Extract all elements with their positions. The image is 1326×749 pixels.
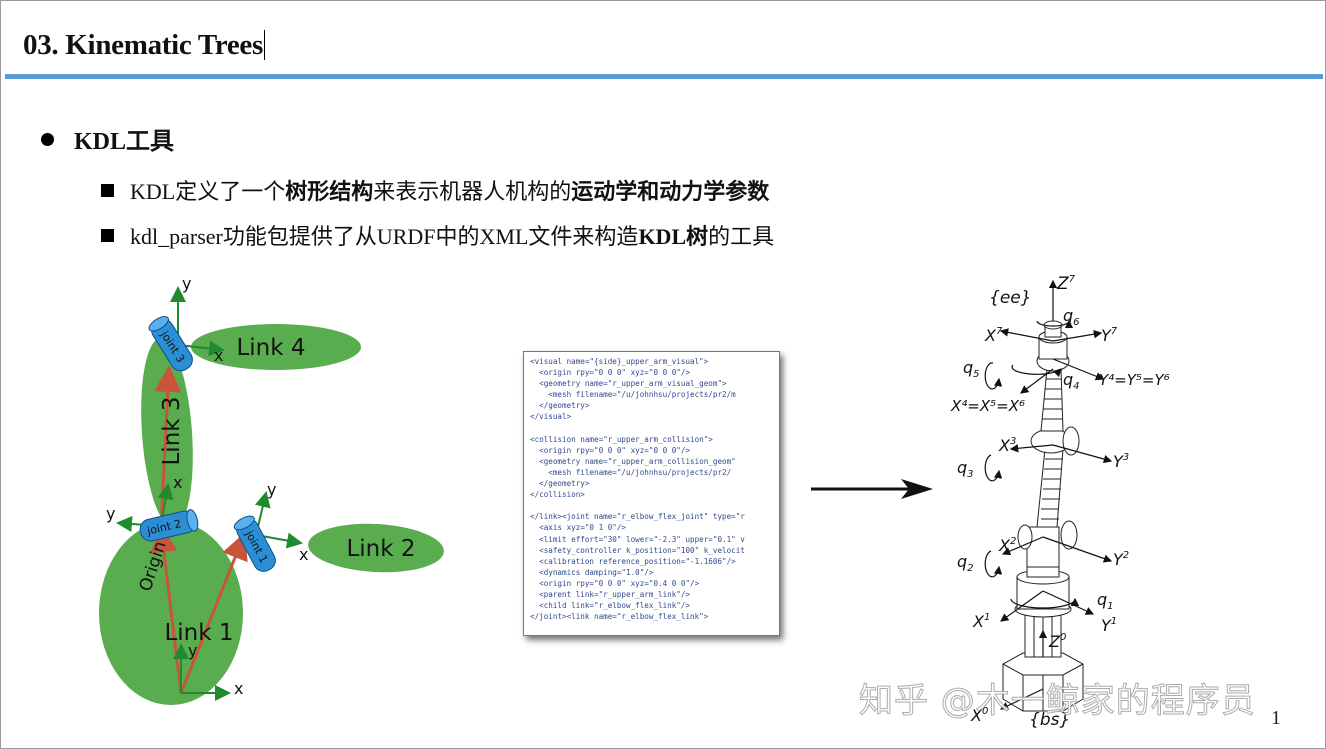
page-number: 1 (1271, 707, 1281, 730)
svg-text:q4: q4 (1063, 370, 1080, 392)
sub-bullet-bold: 运动学和动力学参数 (571, 179, 769, 204)
sub-bullet-text: kdl_parser功能包提供了从URDF中的XML文件来构造 (130, 224, 638, 249)
svg-text:X1: X1 (972, 612, 990, 631)
sub-bullet-text: 的工具 (708, 224, 774, 249)
sub-bullet-bold: KDL树 (638, 224, 708, 249)
square-bullet-icon (101, 229, 114, 242)
sub-bullet-text: KDL定义了一个 (130, 179, 285, 204)
svg-text:X2: X2 (998, 536, 1016, 555)
title-divider (5, 74, 1323, 79)
svg-text:Z7: Z7 (1056, 274, 1076, 294)
svg-text:Y7: Y7 (1101, 326, 1118, 345)
kinematic-tree-diagram: joint 2 joint 1 joint 3 Link 1 Link 2 Li… (96, 273, 461, 708)
sub-bullet-1: KDL定义了一个树形结构来表示机器人机构的运动学和动力学参数 (101, 174, 769, 206)
svg-text:q6: q6 (1063, 306, 1080, 328)
svg-text:Z0: Z0 (1048, 632, 1066, 651)
bullet-heading-text: KDL工具 (74, 129, 174, 155)
svg-text:X7: X7 (984, 326, 1003, 345)
axis-y-label: y (267, 480, 276, 499)
svg-text:Y1: Y1 (1101, 616, 1117, 635)
slide-title: 03. Kinematic Trees (23, 29, 265, 62)
axis-x-label: x (214, 346, 223, 365)
manipulator-diagram: {ee} Z7 q6 X7 Y7 q5 q4 Y⁴=Y⁵=Y⁶ X⁴=X⁵=X⁶… (941, 269, 1181, 741)
sub-bullet-text: 来表示机器人机构的 (373, 179, 571, 204)
label-x456: X⁴=X⁵=X⁶ (950, 397, 1025, 415)
sub-bullet-bold: 树形结构 (285, 179, 373, 204)
svg-text:q2: q2 (957, 552, 974, 574)
svg-text:Y2: Y2 (1113, 550, 1129, 569)
urdf-code-snippet: <visual name="{side}_upper_arm_visual"> … (523, 351, 780, 636)
svg-text:q1: q1 (1097, 590, 1114, 612)
axis-x-label: x (234, 679, 243, 698)
link-2-label: Link 2 (346, 536, 415, 562)
label-ee: {ee} (989, 288, 1032, 308)
link-4-label: Link 4 (236, 335, 305, 361)
axis-y-label: y (106, 504, 115, 523)
right-arrow-icon (809, 477, 935, 501)
bullet-heading: KDL工具 (41, 121, 174, 156)
text-cursor (264, 30, 265, 60)
watermark: 知乎 @木一鲸家的程序员 (859, 673, 1256, 722)
urdf-code-text: <visual name="{side}_upper_arm_visual"> … (524, 352, 779, 622)
square-bullet-icon (101, 184, 114, 197)
axis-x-label: x (173, 473, 182, 492)
svg-text:q3: q3 (957, 458, 974, 480)
slide-title-text: 03. Kinematic Trees (23, 29, 263, 61)
svg-text:Y3: Y3 (1113, 452, 1129, 471)
axis-y-label: y (188, 641, 197, 660)
svg-text:X3: X3 (998, 436, 1016, 455)
axis-y-label: y (182, 274, 191, 293)
link-1-label: Link 1 (164, 620, 233, 646)
label-y456: Y⁴=Y⁵=Y⁶ (1099, 371, 1170, 389)
link-3-label: Link 3 (159, 396, 185, 465)
bullet-dot-icon (41, 133, 54, 146)
axis-x-label: x (299, 545, 308, 564)
sub-bullet-2: kdl_parser功能包提供了从URDF中的XML文件来构造KDL树的工具 (101, 219, 774, 251)
svg-text:q5: q5 (963, 358, 980, 380)
